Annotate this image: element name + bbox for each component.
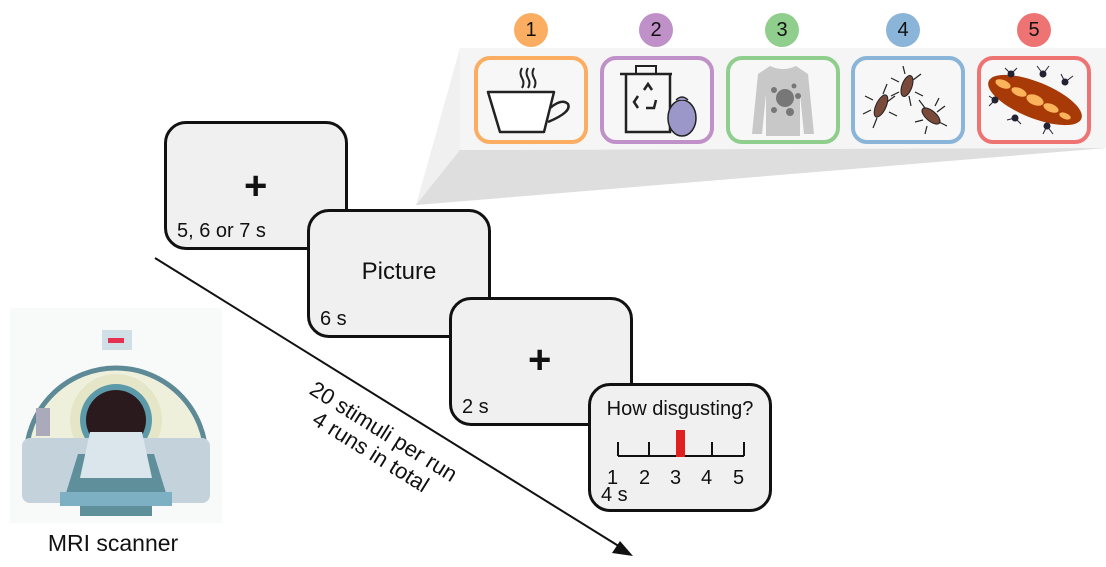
fixation-cross-icon: + [528,338,552,382]
rank-badge-3: 3 [765,13,799,47]
stimulus-coffee-cup [474,56,588,144]
bread-ants-icon [988,65,1082,135]
duration-label: 4 s [601,484,628,506]
stimulus-trash-bin [600,56,714,144]
fixation-screen-1: + 5, 6 or 7 s [164,121,348,250]
scale-label-5[interactable]: 5 [733,467,745,489]
mri-scanner-label: MRI scanner [47,530,179,556]
rating-question: How disgusting? [606,398,754,420]
cockroach-icon [862,65,948,135]
rank-badge-4: 4 [886,13,920,47]
fixation-cross-icon: + [244,164,268,208]
mri-scanner-icon [10,308,222,523]
duration-label: 6 s [320,308,347,330]
scale-label-4[interactable]: 4 [701,467,713,489]
duration-label: 5, 6 or 7 s [177,220,266,242]
stimulus-stained-shirt [726,56,840,144]
trash-bin-icon [620,65,697,137]
picture-label: Picture [361,258,437,285]
scale-label-3[interactable]: 3 [670,467,682,489]
rank-badge-1: 1 [514,13,548,47]
scale-label-2[interactable]: 2 [639,467,651,489]
stained-shirt-icon [752,66,814,136]
duration-label: 2 s [462,396,489,418]
scale-label-1[interactable]: 1 [607,467,619,489]
stimulus-cockroaches [851,56,965,144]
stimulus-bread-ants [977,56,1091,144]
rating-screen: How disgusting? 1 2 3 4 5 4 s [588,383,772,512]
rank-badge-2: 2 [639,13,673,47]
selected-rating-marker [676,430,685,457]
rating-scale[interactable] [615,428,749,462]
rank-badge-5: 5 [1017,13,1051,47]
coffee-cup-icon [486,67,570,134]
